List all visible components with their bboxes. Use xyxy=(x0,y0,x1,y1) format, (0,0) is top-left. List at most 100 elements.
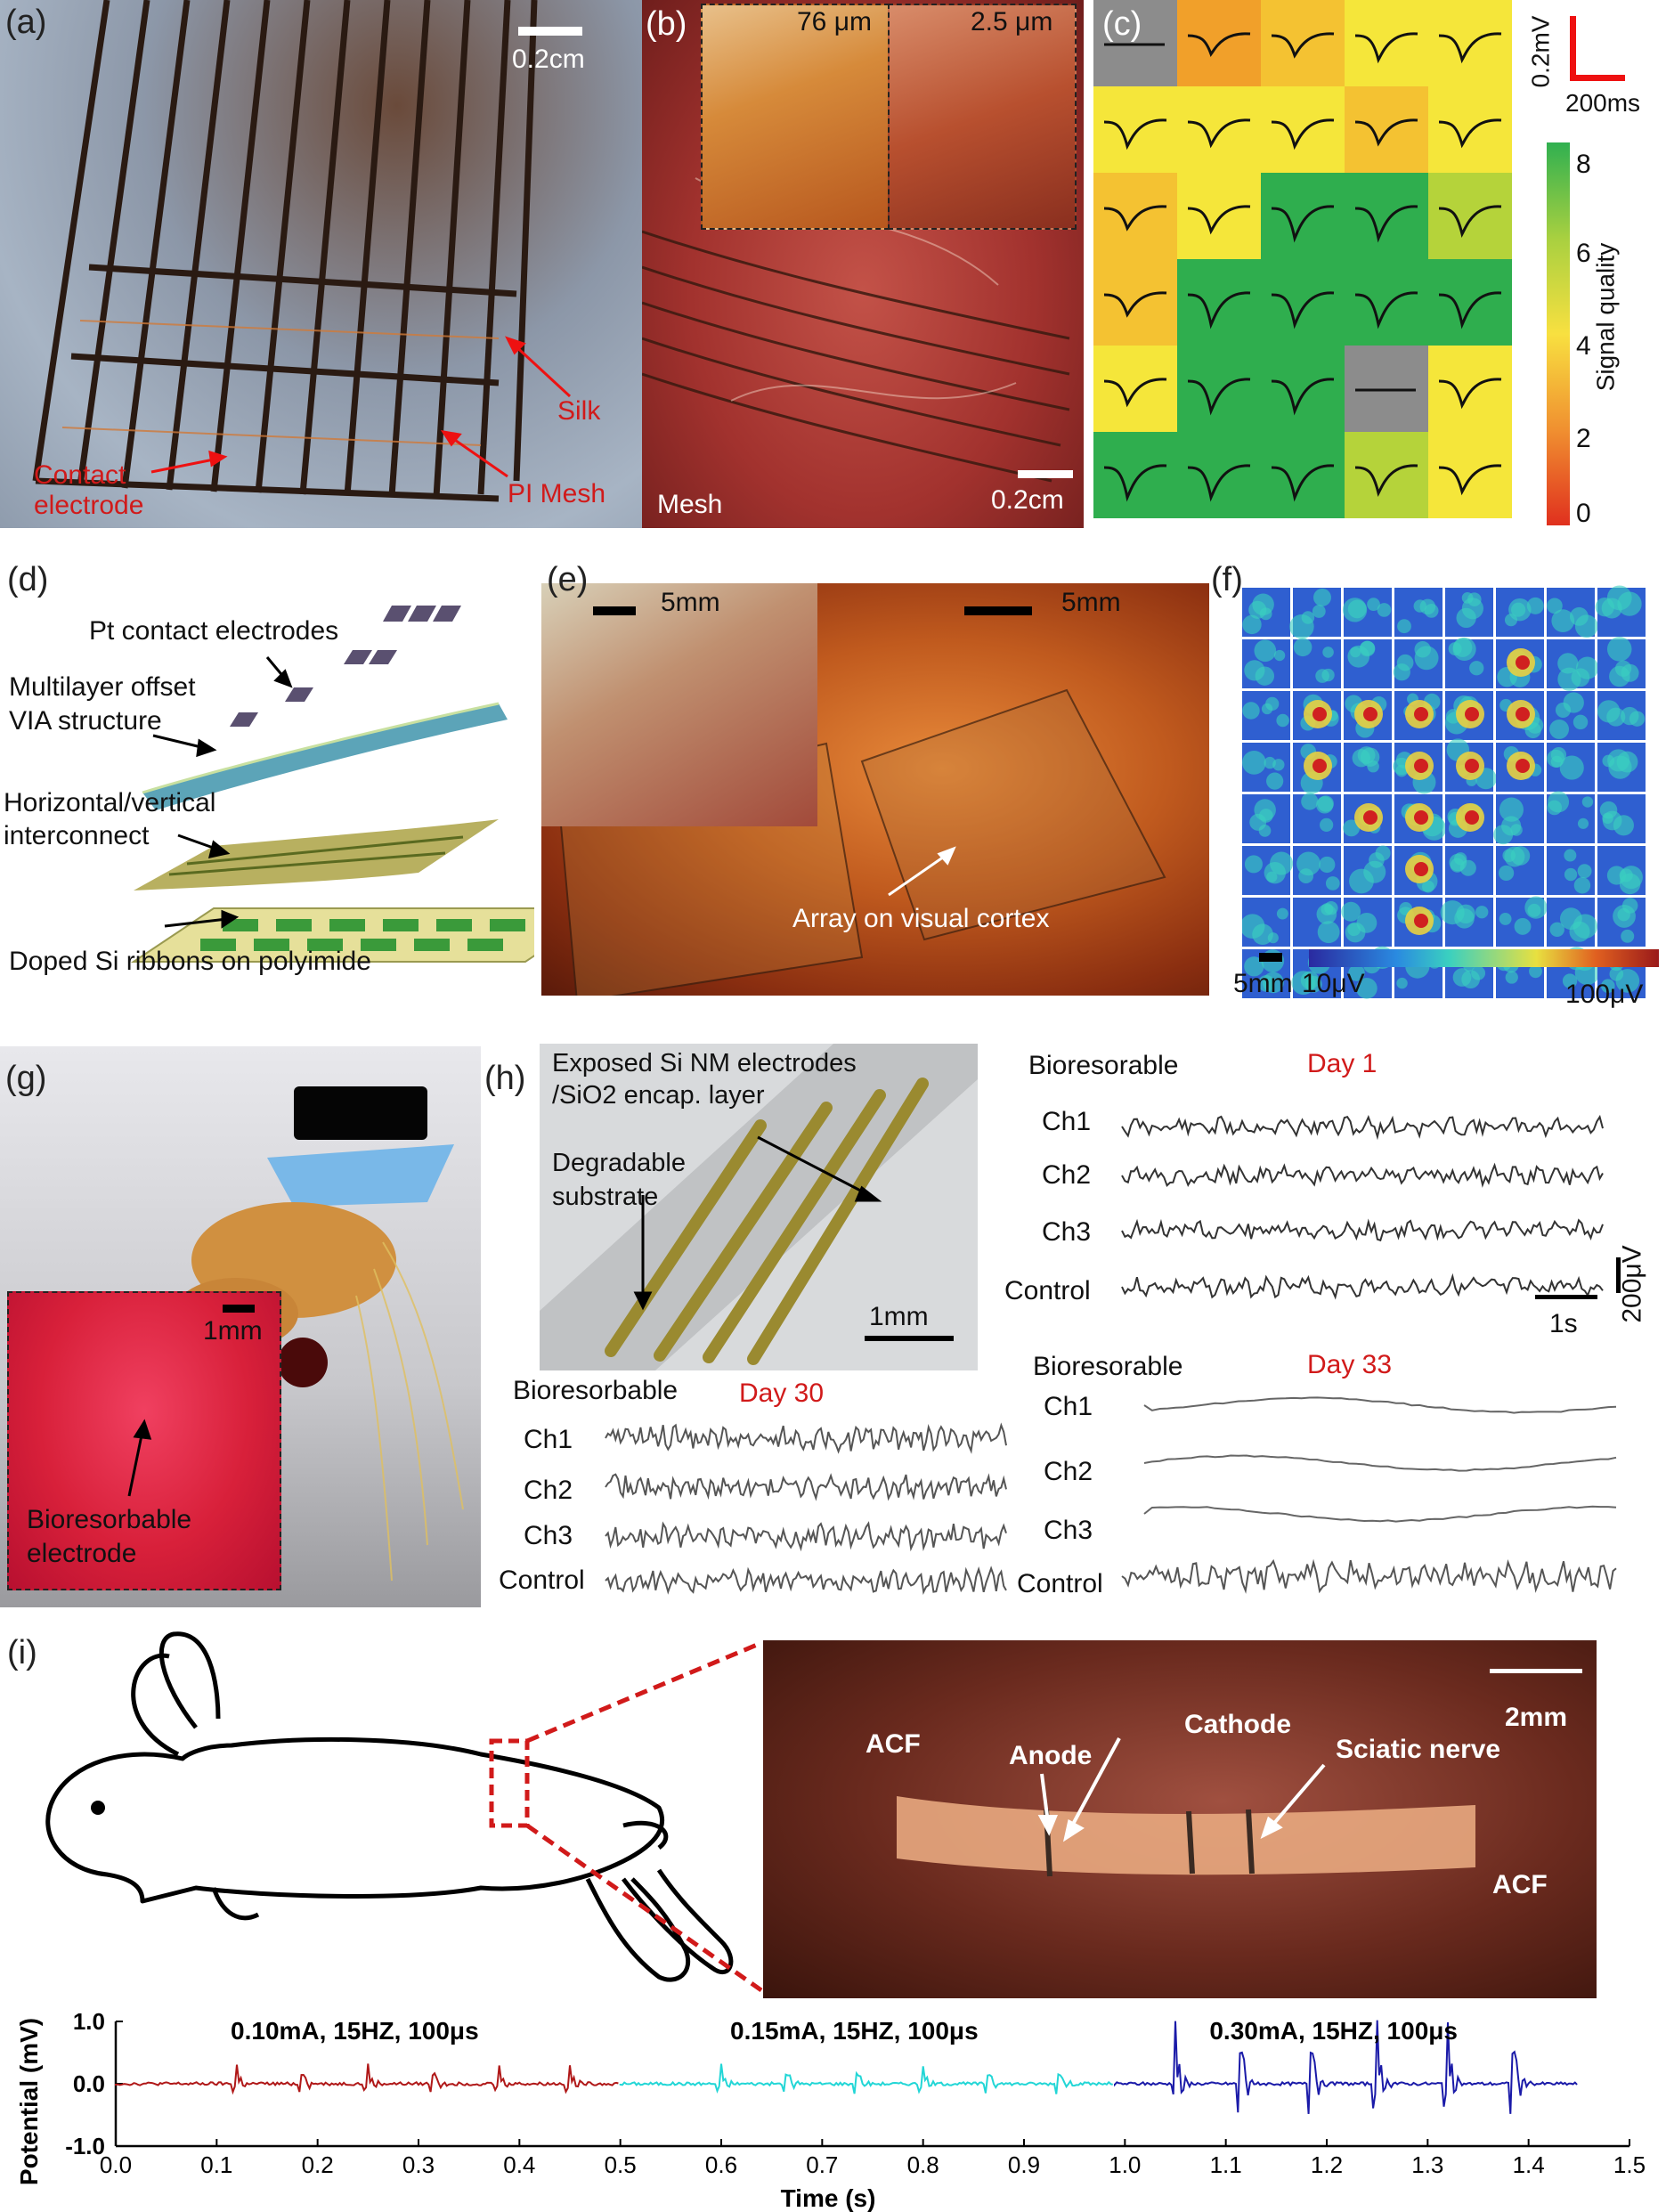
signal-cell xyxy=(1345,173,1428,259)
array-label: Array on visual cortex xyxy=(792,904,1050,933)
heatmap-blob xyxy=(1325,876,1340,890)
signal-trace xyxy=(1354,118,1418,147)
series-label: 0.15mA, 15HZ, 100μs xyxy=(730,2017,979,2045)
heatmap-blob xyxy=(1242,750,1266,775)
x-tick-label: 0.3 xyxy=(402,2151,435,2178)
signal-trace xyxy=(1103,205,1167,232)
heatmap-blob xyxy=(1557,653,1579,674)
e-scale-bar-2 xyxy=(964,606,1032,615)
heatmap-blob xyxy=(1621,706,1639,726)
heatmap-blob xyxy=(1469,661,1484,676)
colorbar-tick-2: 2 xyxy=(1576,424,1591,453)
panel-h-label: (h) xyxy=(484,1060,526,1097)
sciatic-nerve-label: Sciatic nerve xyxy=(1336,1735,1501,1764)
colorbar-tick-0: 0 xyxy=(1576,499,1591,528)
heatmap-blob xyxy=(1573,714,1589,730)
heatmap-blob xyxy=(1449,853,1467,872)
heatmap-blob xyxy=(1514,917,1532,935)
heatmap-hotspot-core xyxy=(1465,707,1479,721)
heatmap-blob xyxy=(1264,861,1286,884)
heatmap-blob xyxy=(1602,812,1613,825)
panel-c-signal-grid xyxy=(1093,0,1512,518)
h-scale-t: 1s xyxy=(1549,1309,1578,1338)
signal-trace xyxy=(1354,291,1418,329)
eeg-trace xyxy=(605,1422,1007,1454)
panel-e-label: (e) xyxy=(547,561,589,598)
e-scale-bar-1 xyxy=(593,606,636,615)
bioresorbable-electrode-label: Bioresorbable electrode xyxy=(27,1505,192,1568)
signal-cell xyxy=(1261,86,1345,173)
panel-b-label: (b) xyxy=(646,5,687,43)
f-min: 10μV xyxy=(1302,969,1365,998)
scalebar-c-v xyxy=(1570,16,1576,80)
eeg-trace xyxy=(1121,1558,1617,1594)
heatmap-blob xyxy=(1511,602,1526,617)
heatmap-hotspot-core xyxy=(1363,707,1377,721)
panel-f-heatmap-grid xyxy=(1242,585,1646,999)
signal-cell xyxy=(1345,259,1428,346)
silk-mesh-illustration xyxy=(32,0,538,502)
inset2-scale: 2.5 μm xyxy=(971,7,1053,37)
h-bio-day33: Bioresorable xyxy=(1033,1352,1183,1381)
heatmap-blob xyxy=(1475,906,1489,919)
signal-trace xyxy=(1354,464,1418,498)
signal-trace xyxy=(1103,118,1167,150)
panel-e-photo xyxy=(541,583,1209,996)
eeg-traces-day30 xyxy=(605,1422,1007,1596)
heatmap-blob xyxy=(1550,746,1567,763)
signal-cell xyxy=(1177,259,1261,346)
heatmap-blob xyxy=(1606,585,1632,611)
heatmap-blob xyxy=(1529,964,1542,979)
colorbar-tick-6: 6 xyxy=(1576,239,1591,268)
series-line xyxy=(1114,2020,1578,2114)
h-day1: Day 1 xyxy=(1307,1049,1377,1078)
heatmap-blob xyxy=(1573,914,1598,939)
h-day1-ch2: Ch2 xyxy=(1042,1160,1092,1190)
eeg-trace xyxy=(605,1565,1007,1596)
exposed-label: Exposed Si NM electrodes /SiO2 encap. la… xyxy=(552,1049,857,1110)
via-layer xyxy=(142,702,508,810)
heatmap-blob xyxy=(1276,713,1289,728)
h-day33-ch3: Ch3 xyxy=(1044,1516,1093,1545)
series-line xyxy=(115,2063,619,2095)
signal-cell xyxy=(1177,86,1261,173)
heatmap-blob xyxy=(1322,647,1334,658)
heatmap-blob xyxy=(1367,760,1379,773)
signal-trace xyxy=(1438,205,1502,239)
h-vscale-bar xyxy=(1616,1257,1621,1293)
heatmap-blob xyxy=(1422,880,1434,893)
eeg-trace xyxy=(1121,1114,1604,1141)
heatmap-blob xyxy=(1393,663,1410,681)
h-day1-control: Control xyxy=(1004,1276,1091,1305)
panel-a-arrows xyxy=(150,336,572,478)
degradable-label: Degradable substrate xyxy=(552,1149,686,1211)
h-day33: Day 33 xyxy=(1307,1350,1393,1379)
anode-label: Anode xyxy=(1009,1741,1093,1770)
heatmap-blob xyxy=(1577,817,1589,829)
heatmap-blob xyxy=(1559,755,1584,780)
h-day30-control: Control xyxy=(499,1565,585,1595)
heatmap-blob xyxy=(1296,851,1321,876)
acf-label-1: ACF xyxy=(866,1729,921,1759)
signal-trace xyxy=(1271,291,1335,329)
heatmap-blob xyxy=(1317,795,1334,812)
panel-g-illustration xyxy=(0,1046,481,1607)
signal-trace xyxy=(1438,378,1502,410)
heatmap-blob xyxy=(1564,867,1578,882)
heatmap-blob xyxy=(1581,796,1594,808)
signal-cell xyxy=(1345,86,1428,173)
signal-cell xyxy=(1428,173,1512,259)
eeg-trace xyxy=(1121,1218,1604,1242)
f-colorbar xyxy=(1309,949,1659,967)
signal-cell xyxy=(1177,173,1261,259)
h-day1-ch3: Ch3 xyxy=(1042,1217,1092,1247)
signal-cell xyxy=(1093,86,1177,173)
si-ribbons-label: Doped Si ribbons on polyimide xyxy=(9,947,371,976)
heatmap-blob xyxy=(1276,907,1288,920)
heatmap-blob xyxy=(1619,873,1641,895)
y-tick-label: -1.0 xyxy=(65,2133,105,2159)
heatmap-blob xyxy=(1254,639,1277,663)
signal-cell xyxy=(1177,432,1261,518)
x-axis-label: Time (s) xyxy=(781,2184,876,2212)
x-tick-label: 1.0 xyxy=(1109,2151,1141,2178)
